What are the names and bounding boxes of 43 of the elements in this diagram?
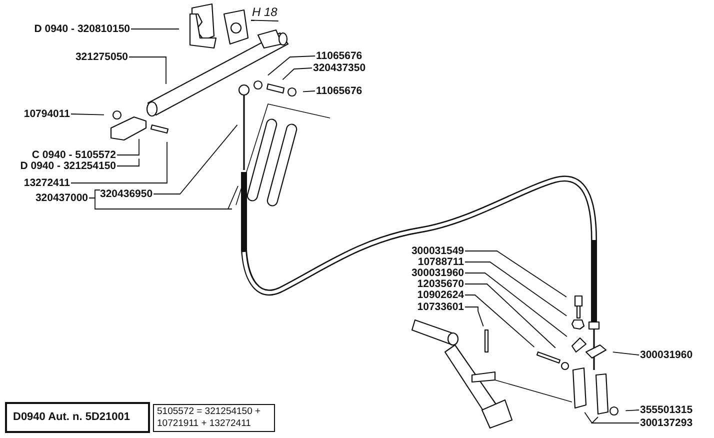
part-number: 10902624 — [417, 289, 464, 301]
leader-line — [116, 158, 140, 166]
part-number: 300137293 — [640, 417, 693, 429]
part-number: 10788711 — [418, 256, 464, 268]
leader-line — [153, 124, 238, 194]
part-number: 300031960 — [411, 267, 464, 279]
leader-line — [464, 250, 567, 298]
part-number: D 0940 - 320810150 — [34, 23, 130, 35]
leader-line — [88, 186, 238, 210]
leader-line — [267, 56, 316, 76]
leader-line — [70, 142, 168, 184]
part-number: 320437350 — [313, 62, 366, 74]
part-number: 11065676 — [316, 85, 362, 97]
part-number: 300031960 — [640, 349, 693, 361]
leader-line — [464, 262, 568, 316]
part-number: 320437000 — [35, 192, 88, 204]
leader-line — [302, 90, 316, 92]
leader-line — [464, 306, 484, 327]
part-number: 355501315 — [640, 404, 693, 416]
part-number: 13272411 — [24, 177, 70, 189]
part-number: 300031549 — [411, 245, 464, 257]
leader-line — [464, 272, 568, 337]
leader-line — [70, 114, 104, 116]
leader-line — [130, 28, 180, 30]
leader-line — [282, 68, 312, 80]
part-number: 10794011 — [24, 108, 70, 120]
part-number: 321275050 — [75, 51, 128, 63]
leader-line — [464, 294, 535, 348]
part-number: H 18 — [252, 6, 278, 21]
leader-line — [612, 352, 640, 356]
leader-line — [116, 138, 140, 156]
leader-line — [464, 284, 556, 348]
note-box: 5105572 = 321254150 + 10721911 + 13272411 — [153, 404, 275, 432]
part-number: D 0940 - 321254150 — [20, 160, 116, 172]
part-number: 11065676 — [316, 50, 362, 62]
part-number: 320436950 — [100, 188, 153, 200]
part-number: 12035670 — [417, 278, 464, 290]
model-label-box: D0940 Aut. n. 5D21001 — [5, 402, 150, 433]
part-number: 10733601 — [417, 301, 464, 313]
leader-line — [128, 56, 166, 84]
part-number: C 0940 - 5105572 — [32, 149, 116, 161]
leader-line — [625, 410, 640, 412]
leader-line — [590, 416, 640, 424]
